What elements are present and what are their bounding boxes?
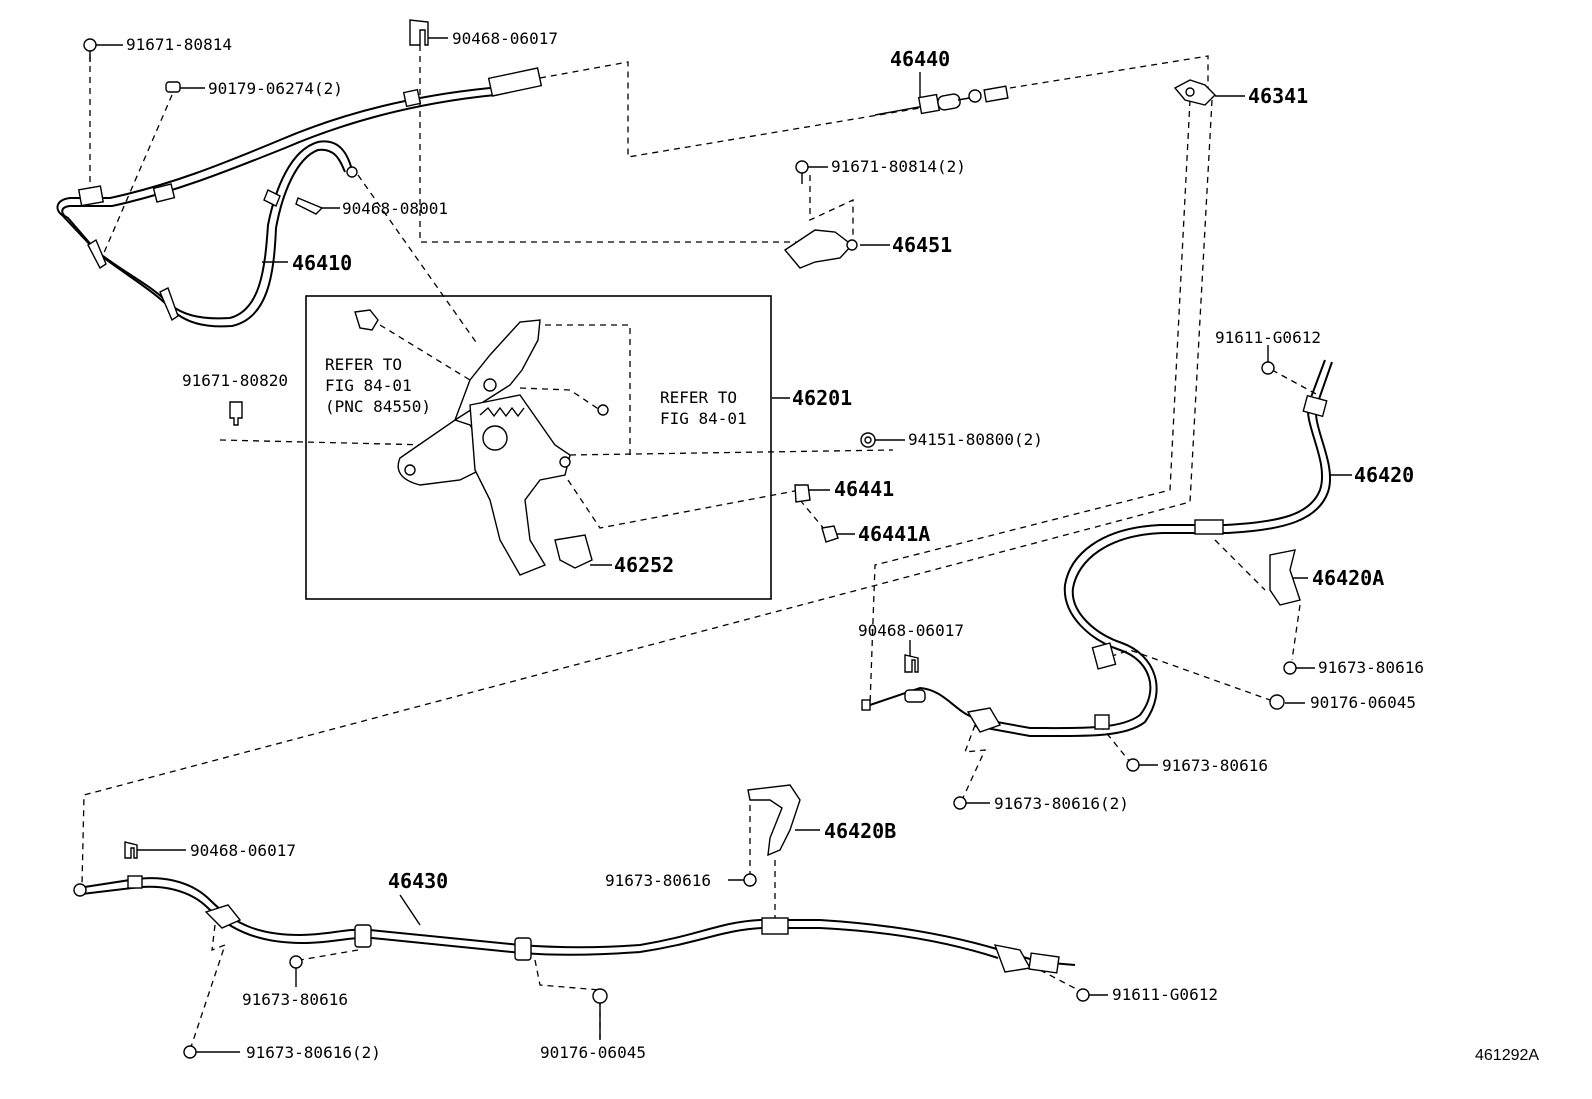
- figure-code: 461292A: [1475, 1047, 1539, 1064]
- refer-right-line1: REFER TO: [660, 388, 737, 407]
- label-46420[interactable]: 46420: [1354, 463, 1414, 487]
- grommet-90176-06045-right-icon: [1269, 694, 1285, 710]
- label-90468-06017-bottom[interactable]: 90468-06017: [190, 841, 296, 860]
- clip-90468-06017-bot-icon: [124, 841, 138, 859]
- bolt-refer-right-icon: [597, 404, 609, 416]
- cable-46420: [861, 359, 1333, 738]
- cable-46430: [73, 875, 1076, 974]
- label-91611-G0612-right[interactable]: 91611-G0612: [1215, 328, 1321, 347]
- label-46201[interactable]: 46201: [792, 386, 852, 410]
- label-90176-06045-bottom[interactable]: 90176-06045: [540, 1043, 646, 1062]
- refer-left-part-icon: [354, 309, 379, 331]
- bolt-91673-80616-2r-icon: [953, 796, 967, 810]
- bolt-91611-G0612-right-icon: [1261, 361, 1275, 375]
- label-46441A[interactable]: 46441A: [858, 522, 930, 546]
- refer-note-right: REFER TO FIG 84-01: [660, 388, 747, 428]
- label-91673-80616-2-bottom[interactable]: 91673-80616(2): [246, 1043, 381, 1062]
- rod-46440: [874, 85, 1009, 116]
- label-46420B[interactable]: 46420B: [824, 819, 896, 843]
- label-46420A[interactable]: 46420A: [1312, 566, 1384, 590]
- label-46451[interactable]: 46451: [892, 233, 952, 257]
- bolt-91673-80616-d-icon: [289, 955, 303, 969]
- label-46410[interactable]: 46410: [292, 251, 352, 275]
- label-91673-80616-a[interactable]: 91673-80616: [1318, 658, 1424, 677]
- refer-left-line1: REFER TO: [325, 355, 402, 374]
- grommet-90179-06274-icon: [165, 81, 181, 93]
- refer-left-line3: (PNC 84550): [325, 397, 431, 416]
- label-46441[interactable]: 46441: [834, 477, 894, 501]
- bracket-46451-icon: [783, 160, 858, 269]
- label-91673-80616-d[interactable]: 91673-80616: [242, 990, 348, 1009]
- label-91671-80814-top[interactable]: 91671-80814: [126, 35, 232, 54]
- label-91673-80616-2-right[interactable]: 91673-80616(2): [994, 794, 1129, 813]
- label-46341[interactable]: 46341: [1248, 84, 1308, 108]
- bolt-91673-80616-b-icon: [1126, 758, 1140, 772]
- assembly-46201-box: [305, 295, 772, 600]
- label-46430[interactable]: 46430: [388, 869, 448, 893]
- parking-brake-lever-46201: [397, 319, 593, 576]
- label-91611-G0612-bottom[interactable]: 91611-G0612: [1112, 985, 1218, 1004]
- clip-90468-06017-mid-icon: [904, 654, 919, 673]
- bolt-91673-80616-2b-icon: [183, 1045, 197, 1059]
- label-90179-06274[interactable]: 90179-06274(2): [208, 79, 343, 98]
- grommet-46441-icon: [794, 484, 811, 503]
- label-90468-08001[interactable]: 90468-08001: [342, 199, 448, 218]
- label-91671-80820[interactable]: 91671-80820: [182, 371, 288, 390]
- label-91671-80814-2[interactable]: 91671-80814(2): [831, 157, 966, 176]
- bracket-46420A-icon: [1269, 549, 1301, 606]
- refer-note-left: REFER TO FIG 84-01 (PNC 84550): [325, 355, 431, 416]
- bolt-91671-80814-icon: [83, 38, 97, 62]
- label-90468-06017-mid[interactable]: 90468-06017: [858, 621, 964, 640]
- label-91673-80616-b[interactable]: 91673-80616: [1162, 756, 1268, 775]
- label-46252[interactable]: 46252: [614, 553, 674, 577]
- top-fasteners: [83, 19, 429, 93]
- label-90468-06017-top[interactable]: 90468-06017: [452, 29, 558, 48]
- bolt-91673-80616-c-icon: [743, 873, 757, 887]
- bolt-91673-80616-a-icon: [1283, 661, 1297, 675]
- nut-46441A-icon: [821, 525, 839, 543]
- refer-right-line2: FIG 84-01: [660, 409, 747, 428]
- clip-90468-06017-top-icon: [409, 19, 429, 46]
- bracket-46341-icon: [1173, 79, 1216, 106]
- refer-left-line2: FIG 84-01: [325, 376, 412, 395]
- grommet-90176-06045-bottom-icon: [592, 988, 608, 1004]
- label-94151-80800[interactable]: 94151-80800(2): [908, 430, 1043, 449]
- callout-labels: 91671-80814 90468-06017 90179-06274(2) 9…: [126, 29, 1424, 1062]
- bracket-46420B-icon: [747, 784, 801, 857]
- nut-94151-80800-icon: [860, 432, 876, 448]
- bolt-91611-G0612-bottom-icon: [1076, 988, 1090, 1002]
- bolt-91671-80820-icon: [229, 401, 243, 426]
- label-90176-06045-right[interactable]: 90176-06045: [1310, 693, 1416, 712]
- label-46440[interactable]: 46440: [890, 47, 950, 71]
- solid-leader-lines: [96, 37, 1352, 1053]
- cable-46410: [56, 67, 543, 328]
- label-91673-80616-c[interactable]: 91673-80616: [605, 871, 711, 890]
